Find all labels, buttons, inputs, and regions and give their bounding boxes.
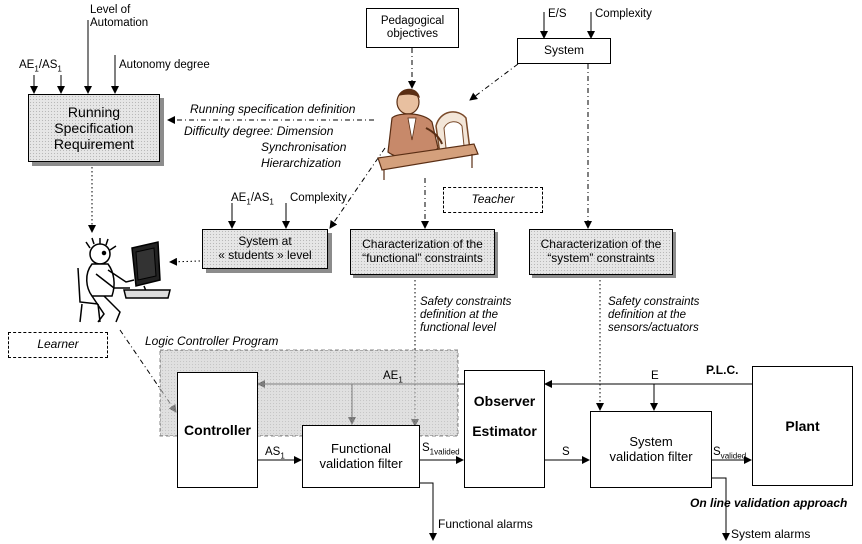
slash-as-text: /AS (38, 59, 58, 71)
complexity-label-students: Complexity (290, 192, 347, 204)
safety-functional-label: Safety constraints definition at the fun… (420, 296, 512, 335)
as-signal-text: AS (265, 446, 281, 458)
running-spec-definition-label: Running specification definition (190, 102, 356, 116)
s1-valided-signal-label: S1valided (422, 442, 460, 457)
system-characterization-box: Characterization of the “system” constra… (529, 229, 673, 275)
s-valided-text: S (713, 446, 721, 458)
estimator-label: Estimator (472, 423, 537, 440)
sub-1e: 1 (398, 375, 403, 385)
valided-1-sub: 1valided (429, 447, 460, 457)
valided-sub: valided (720, 451, 747, 461)
online-validation-approach-label: On line validation approach (690, 496, 848, 510)
teacher-label-box: Teacher (443, 187, 543, 213)
ae1-as1-label-students: AE1/AS1 (231, 192, 274, 207)
system-students-box: System at « students » level (202, 229, 328, 269)
ae-text-2: AE (231, 192, 247, 204)
controller-box: Controller (177, 372, 258, 488)
logic-controller-program-label: Logic Controller Program (145, 334, 279, 348)
observer-estimator-box: Observer Estimator (464, 370, 545, 488)
sub-1: 1 (34, 64, 39, 74)
ae1-as1-label-top: AE1/AS1 (19, 59, 62, 74)
pedagogical-objectives-box: Pedagogical objectives (366, 8, 459, 48)
s-signal-label: S (562, 446, 570, 458)
slash-as-text-2: /AS (250, 192, 270, 204)
s-signal-text: S (422, 442, 430, 454)
synchronisation-label: Synchronisation (261, 140, 347, 154)
learner-label-box: Learner (8, 332, 108, 358)
running-specification-box: Running Specification Requirement (28, 94, 160, 162)
system-alarms-label: System alarms (731, 527, 811, 541)
sub-1c: 1 (246, 197, 251, 207)
system-validation-filter-box: System validation filter (590, 411, 712, 488)
sub-1b: 1 (57, 64, 62, 74)
plc-label: P.L.C. (706, 363, 739, 377)
e-signal-label: E (651, 370, 659, 382)
as1-signal-label: AS1 (265, 446, 285, 461)
difficulty-degree-label: Difficulty degree: Dimension (184, 124, 334, 138)
ae-text: AE (19, 59, 35, 71)
safety-system-label: Safety constraints definition at the sen… (608, 296, 700, 335)
level-of-automation-label: Level of Automation (90, 4, 149, 30)
ae1-signal-label: AE1 (383, 370, 403, 385)
ae-signal-text: AE (383, 370, 399, 382)
autonomy-degree-label: Autonomy degree (119, 59, 210, 71)
complexity-label-top: Complexity (595, 8, 652, 20)
plant-box: Plant (752, 366, 853, 486)
functional-characterization-box: Characterization of the “functional” con… (350, 229, 495, 275)
functional-validation-filter-box: Functional validation filter (302, 425, 420, 488)
s-valided-signal-label: Svalided (713, 446, 746, 461)
hierarchization-label: Hierarchization (261, 156, 342, 170)
functional-alarms-label: Functional alarms (438, 517, 533, 531)
observer-label: Observer (473, 393, 536, 409)
es-label: E/S (548, 8, 567, 20)
sub-1f: 1 (280, 451, 285, 461)
system-box: System (517, 38, 611, 64)
sub-1d: 1 (269, 197, 274, 207)
